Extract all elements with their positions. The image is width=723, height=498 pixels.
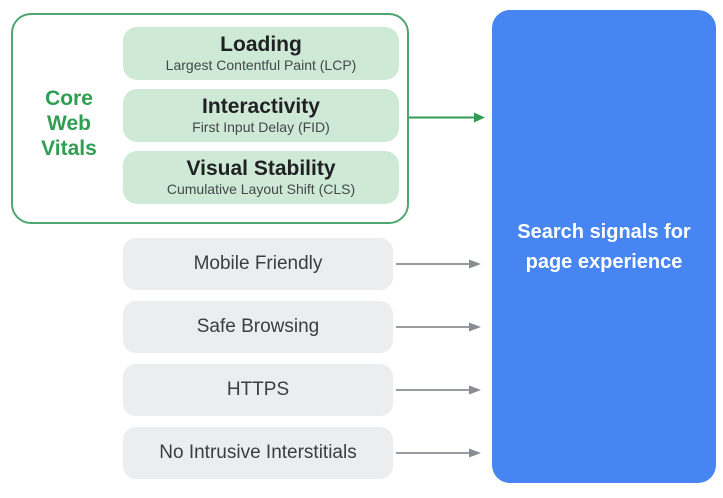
signal-card-mobile-friendly: Mobile Friendly [123, 238, 393, 290]
metric-card-visual-stability: Visual Stability Cumulative Layout Shift… [123, 151, 399, 204]
search-signals-panel: Search signals for page experience [492, 10, 716, 483]
safe-browsing-arrow-right-icon [396, 322, 481, 332]
core-web-vitals-label: Core Web Vitals [41, 87, 97, 160]
no-intrusive-interstitials-arrow-right-icon [396, 448, 481, 458]
metric-title: Loading [220, 33, 302, 56]
metric-card-loading: Loading Largest Contentful Paint (LCP) [123, 27, 399, 80]
search-signals-label: Search signals for page experience [517, 220, 691, 273]
signal-card-no-intrusive-interstitials: No Intrusive Interstitials [123, 427, 393, 479]
https-arrow-right-icon [396, 385, 481, 395]
metric-subtitle: Cumulative Layout Shift (CLS) [166, 181, 356, 197]
metric-title: Interactivity [202, 95, 320, 118]
signal-card-https: HTTPS [123, 364, 393, 416]
metric-card-interactivity: Interactivity First Input Delay (FID) [123, 89, 399, 142]
metric-subtitle: Largest Contentful Paint (LCP) [165, 57, 357, 73]
metric-title: Visual Stability [186, 157, 336, 180]
metric-subtitle: First Input Delay (FID) [192, 119, 330, 135]
signal-card-safe-browsing: Safe Browsing [123, 301, 393, 353]
mobile-friendly-arrow-right-icon [396, 259, 481, 269]
cwv-arrow-right-icon [409, 112, 485, 123]
